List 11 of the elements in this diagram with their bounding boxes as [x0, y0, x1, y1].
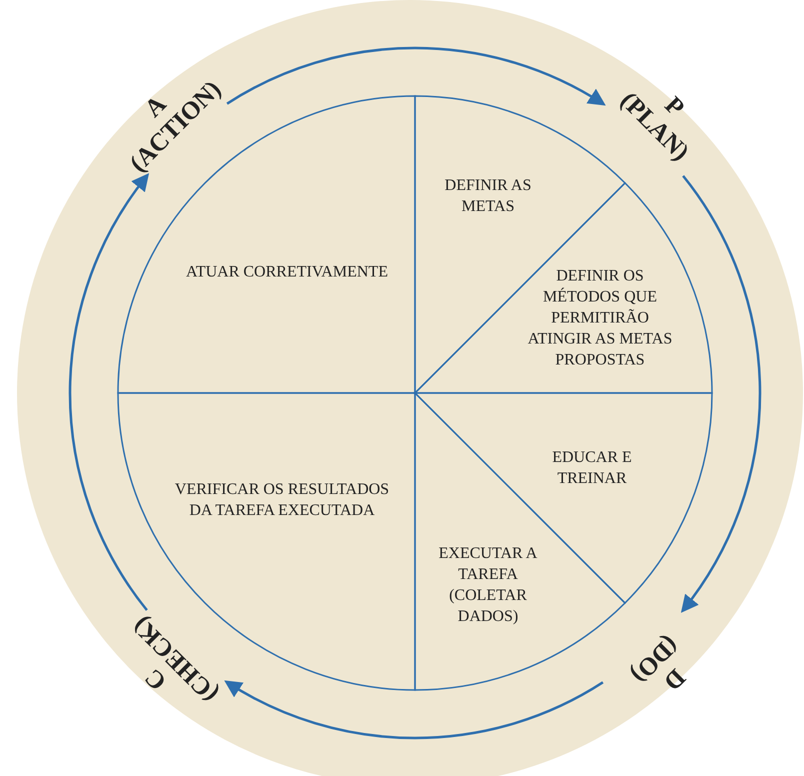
sector-text: DEFINIR OS MÉTODOS QUE PERMITIRÃO ATINGIR AS METAS PROPOSTAS [526, 266, 674, 370]
cycle-arrow [226, 47, 606, 106]
sector-text: EXECUTAR A TAREFA (COLETAR DADOS) [438, 544, 538, 627]
sector-text: EDUCAR E TREINAR [551, 448, 633, 489]
cycle-arrow [224, 680, 604, 739]
circle-sector [415, 393, 712, 603]
sector-text: ATUAR CORRETIVAMENTE [185, 262, 389, 282]
sector-text: VERIFICAR OS RESULTADOS DA TAREFA EXECUTADA [174, 480, 390, 521]
sector-text: DEFINIR AS METAS [444, 176, 532, 217]
cycle-arrow [681, 175, 761, 613]
cycle-arrow [69, 173, 149, 611]
